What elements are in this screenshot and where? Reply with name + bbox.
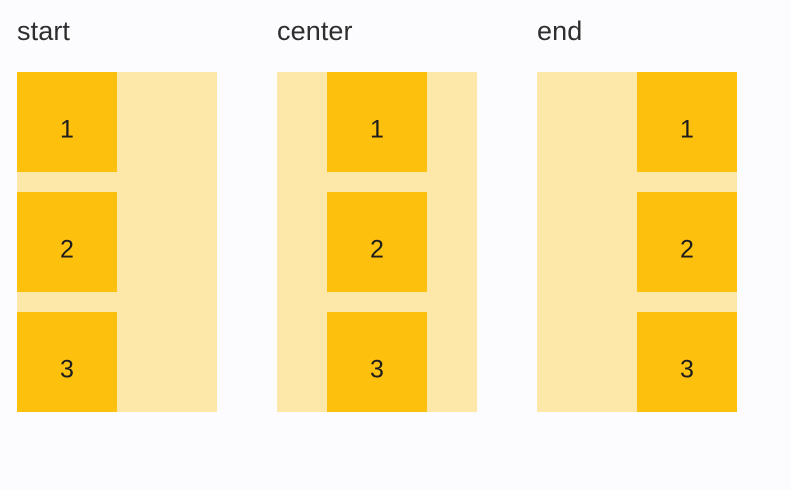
flex-item-number: 3 xyxy=(60,355,74,384)
flex-item-number: 2 xyxy=(370,235,384,264)
flex-item-number: 1 xyxy=(680,115,694,144)
flex-item-number: 3 xyxy=(680,355,694,384)
demo-label-start: start xyxy=(17,16,71,46)
flex-item: 3 xyxy=(327,312,427,412)
flex-container-center: 1 2 3 xyxy=(277,72,477,412)
flex-item: 2 xyxy=(637,192,737,292)
flex-item: 3 xyxy=(17,312,117,412)
demo-column-center: center 1 2 3 xyxy=(277,0,477,412)
flex-item: 1 xyxy=(327,72,427,172)
flex-item: 2 xyxy=(327,192,427,292)
flex-item-number: 2 xyxy=(60,235,74,264)
flex-item: 3 xyxy=(637,312,737,412)
flex-item-number: 1 xyxy=(60,115,74,144)
flex-item: 2 xyxy=(17,192,117,292)
demo-column-start: start 1 2 3 xyxy=(17,0,217,412)
demo-label-center: center xyxy=(277,16,353,46)
flex-container-end: 1 2 3 xyxy=(537,72,737,412)
flex-container-start: 1 2 3 xyxy=(17,72,217,412)
demo-column-end: end 1 2 3 xyxy=(537,0,737,412)
demo-label-end: end xyxy=(537,16,583,46)
flex-item: 1 xyxy=(17,72,117,172)
flex-item-number: 2 xyxy=(680,235,694,264)
flex-item: 1 xyxy=(637,72,737,172)
flex-item-number: 3 xyxy=(370,355,384,384)
flex-item-number: 1 xyxy=(370,115,384,144)
